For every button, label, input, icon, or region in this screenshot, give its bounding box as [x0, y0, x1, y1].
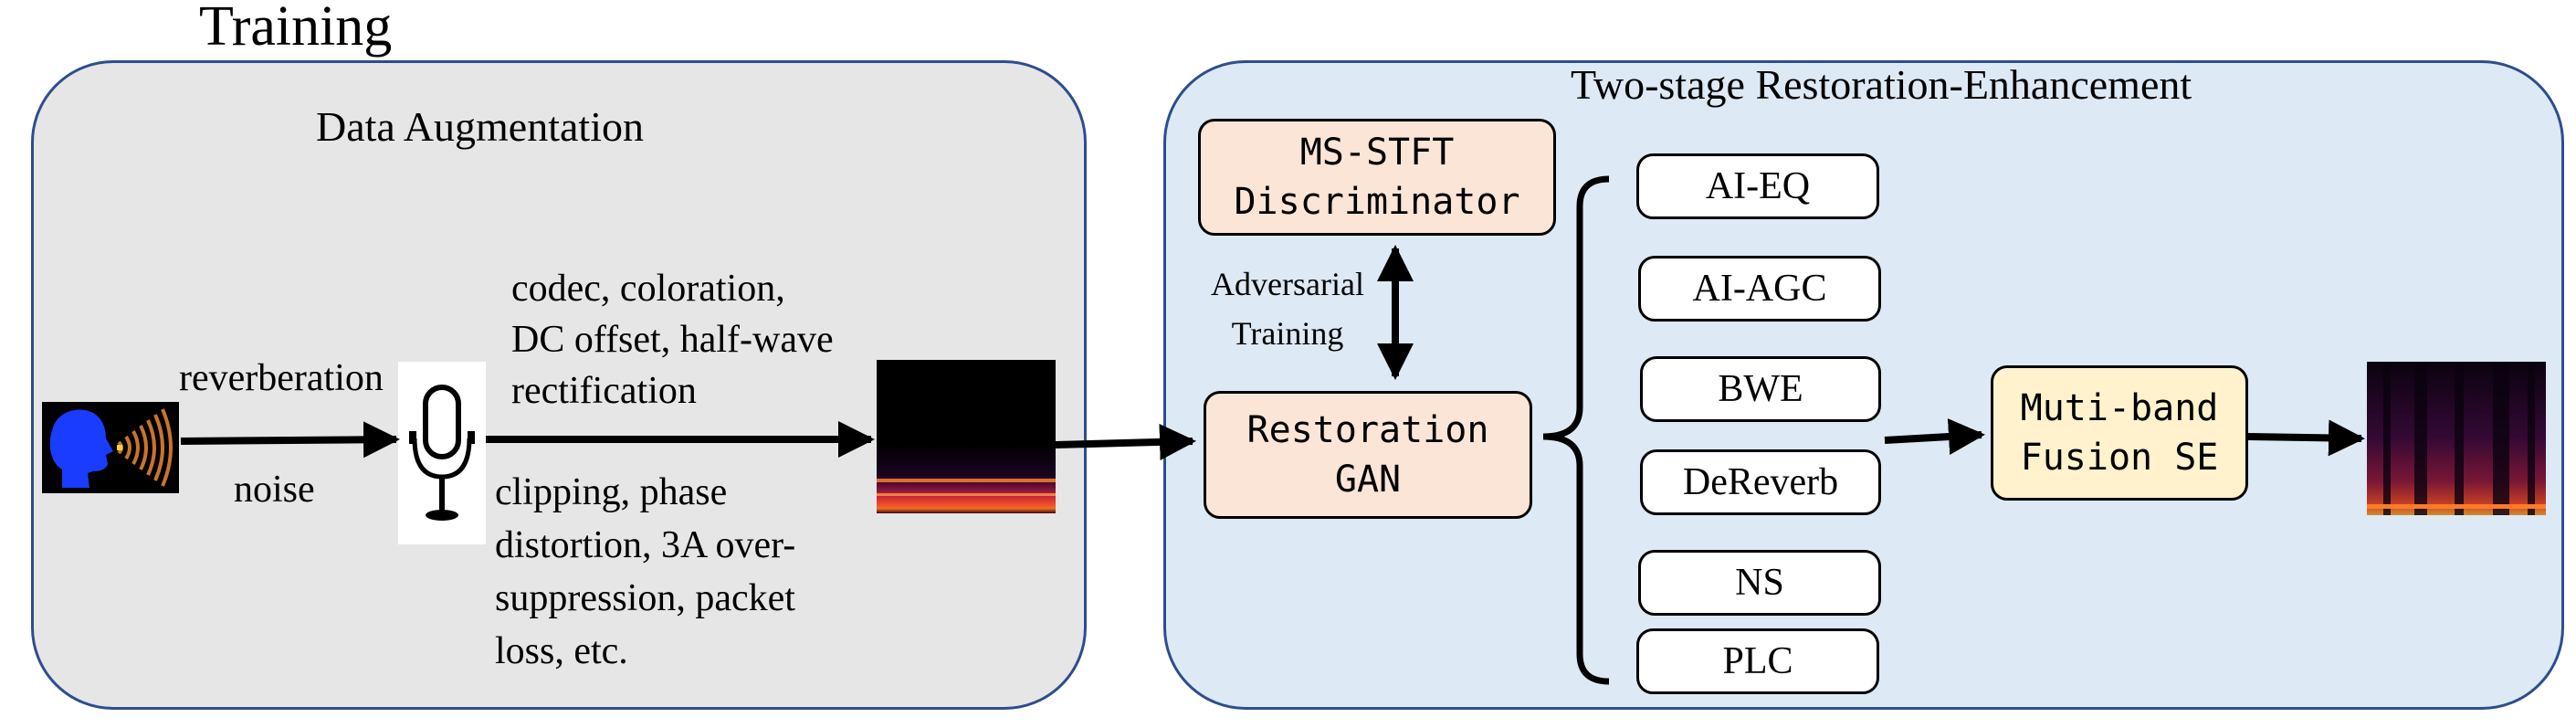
distortion-line: clipping, phase [495, 471, 728, 513]
adversarial-line: Adversarial [1211, 266, 1364, 302]
ms-stft-discriminator-box: MS-STFT Discriminator [1198, 119, 1556, 236]
distortion-line: rectification [511, 370, 697, 412]
restoration-gan-box: Restoration GAN [1204, 391, 1532, 519]
gan-line: GAN [1334, 459, 1402, 501]
curly-brace [1542, 175, 1610, 685]
distortion-line: loss, etc. [495, 630, 628, 672]
task-box-bwe: BWE [1640, 356, 1881, 422]
fusion-line: Fusion SE [2020, 437, 2219, 479]
gan-line: Restoration [1246, 409, 1489, 451]
upper-distortions-text: codec, coloration, DC offset, half-wave … [511, 263, 834, 417]
output-spectrogram-icon [2367, 362, 2546, 515]
microphone-icon [398, 362, 486, 544]
fusion-line: Muti-band [2020, 387, 2219, 429]
adversarial-training-label: Adversarial Training [1196, 259, 1379, 358]
task-box-ai-agc: AI-AGC [1638, 256, 1881, 322]
multi-band-fusion-box: Muti-band Fusion SE [1991, 365, 2248, 501]
discriminator-line: MS-STFT [1299, 132, 1455, 174]
lower-distortions-text: clipping, phase distortion, 3A over- sup… [495, 466, 795, 678]
arrow-fusion-to-output [2247, 419, 2365, 457]
noise-label: noise [234, 469, 315, 511]
task-box-plc: PLC [1636, 628, 1879, 694]
data-augmentation-title: Data Augmentation [316, 103, 644, 150]
adversarial-line: Training [1231, 315, 1344, 352]
distortion-line: codec, coloration, [511, 268, 785, 310]
distortion-line: suppression, packet [495, 577, 795, 619]
distortion-line: DC offset, half-wave [511, 319, 834, 361]
arrow-tasks-to-fusion [1884, 418, 1985, 456]
restoration-enhancement-title: Two-stage Restoration-Enhancement [1571, 61, 2192, 108]
arrow-speaker-to-mic [180, 421, 400, 459]
speaking-head-icon [42, 402, 179, 493]
discriminator-line: Discriminator [1234, 181, 1520, 223]
page-title: Training [199, 0, 393, 58]
spectrogram-icon [877, 360, 1056, 513]
task-box-ns: NS [1638, 550, 1881, 616]
task-box-ai-eq: AI-EQ [1636, 153, 1879, 219]
task-box-dereverb: DeReverb [1640, 449, 1881, 515]
reverberation-label: reverberation [179, 357, 384, 399]
arrow-spectrogram-to-gan [1055, 423, 1196, 460]
distortion-line: distortion, 3A over- [495, 524, 796, 566]
